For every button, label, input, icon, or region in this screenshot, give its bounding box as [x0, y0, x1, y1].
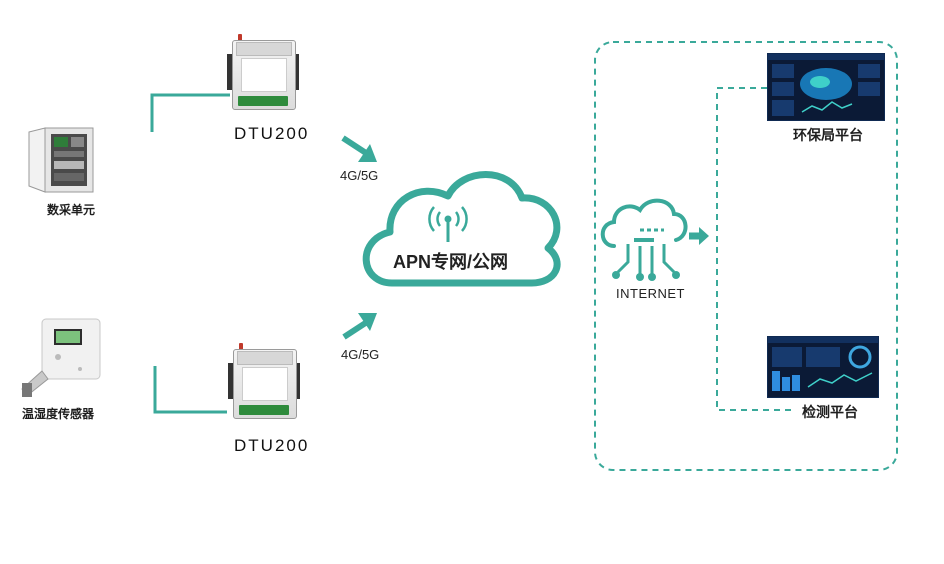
- antenna-icon: [239, 343, 243, 353]
- th-sensor-icon: [21, 318, 101, 397]
- connector-sensor-dtu: [153, 366, 227, 414]
- env-bureau-dashboard: [767, 53, 885, 121]
- antenna-icon: [238, 34, 242, 44]
- monitoring-label: 检测平台: [802, 404, 858, 420]
- dtu-top-device: [227, 34, 299, 110]
- arrow-internet-to-platforms-icon: [689, 227, 709, 245]
- data-unit-cabinet: [27, 124, 97, 196]
- cabinet-icon: [28, 127, 94, 193]
- dtu-bottom-label: DTU200: [234, 436, 310, 455]
- connector-data-unit-dtu: [150, 93, 230, 132]
- cloud-label: APN专网/公网: [393, 252, 509, 272]
- dashboard-thumbnail-icon: [768, 54, 884, 116]
- apn-cloud-icon: [362, 171, 561, 287]
- link-label-top: 4G/5G: [340, 168, 379, 183]
- arrow-top-to-cloud-icon: [341, 135, 377, 162]
- th-sensor-label: 温湿度传感器: [22, 407, 95, 421]
- dtu-top-label: DTU200: [234, 124, 310, 143]
- th-sensor-device: [14, 317, 104, 399]
- env-bureau-label: 环保局平台: [793, 127, 863, 143]
- monitoring-dashboard: [767, 336, 879, 398]
- arrow-bottom-to-cloud-icon: [342, 313, 377, 340]
- signal-tower-icon: [428, 206, 468, 242]
- dtu-bottom-device: [228, 343, 300, 419]
- data-unit-label: 数采单元: [47, 203, 96, 217]
- internet-cloud-icon: [600, 198, 688, 281]
- dashboard-thumbnail-icon: [768, 337, 878, 391]
- platform-frame: [594, 41, 898, 471]
- link-label-bottom: 4G/5G: [341, 347, 380, 362]
- internet-label: INTERNET: [616, 286, 685, 301]
- branch-line: [716, 87, 792, 411]
